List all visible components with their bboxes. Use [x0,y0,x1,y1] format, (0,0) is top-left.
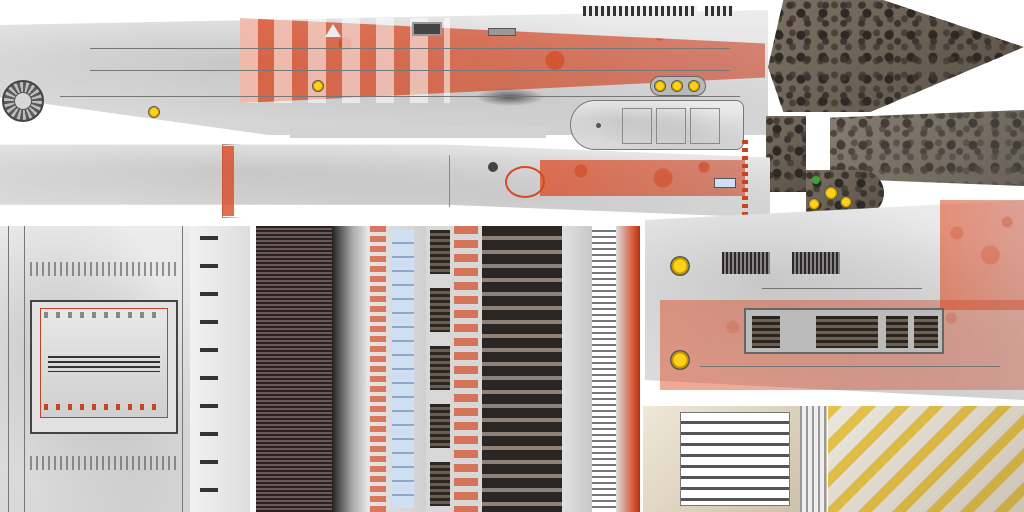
wing-rust-upper [940,200,1024,310]
tapered-rust-edge [222,146,234,216]
vent-grille-top [583,6,643,16]
panel-seam [762,288,922,289]
hatch-rivets [44,404,164,410]
vent-grille-top [637,6,697,16]
capsule-dot [596,123,601,128]
indicator-light [148,106,160,118]
indicator-light [312,80,324,92]
hatch-machinery [752,316,780,348]
greeble-top [30,262,180,276]
hatch-machinery [886,316,908,348]
hull-light-bar [290,126,546,138]
capsule-panel [656,108,686,144]
turbine-hub [14,92,32,110]
tick-marks [200,236,218,506]
small-window [714,178,736,188]
tick-column [190,226,250,512]
indicator-light [670,256,690,276]
tapered-rust-band [540,160,745,196]
machinery-block [430,346,450,390]
grille-column-white [592,226,616,512]
hazard-stripes [828,406,1024,512]
hull-slot [488,28,516,36]
hatch-slots [48,356,160,372]
rust-stripe [454,226,478,512]
grate-slots [680,412,790,506]
indicator-light [670,350,690,370]
green-light [812,176,820,184]
capsule-panel [622,108,652,144]
grille-column [482,226,562,512]
indicator-light [840,196,852,208]
wing-upper-dirty [768,0,1024,112]
panel-seam [8,226,9,512]
rust-stripe [370,226,386,512]
machinery-block [430,462,450,506]
machinery-block [430,404,450,448]
panel-seam [60,96,740,97]
rust-edge-column [616,226,640,512]
capsule-panel [690,108,720,144]
vertical-stripe-red [742,140,748,225]
dark-bolt [488,162,498,172]
turbine-icon [2,80,44,122]
grate-divider [800,406,826,512]
hatch-rivets [44,312,164,318]
vent-column-dark [256,226,332,512]
panel-seam [24,226,25,512]
soot-mark [475,88,545,106]
hull-hatch [412,22,442,36]
indicator-light [688,80,700,92]
wing-vent [792,252,840,274]
panel-seam [700,366,1000,367]
hatch-machinery [816,316,878,348]
circle-outline [505,166,545,198]
panel-seam [90,48,730,49]
indicator-light [808,198,820,210]
vent-column-fade [332,226,366,512]
warning-triangle-icon [325,24,341,37]
panel-seam [182,226,183,512]
wing-vent [722,252,770,274]
machinery-block [430,230,450,274]
machinery-block [430,288,450,332]
indicator-light [824,186,838,200]
indicator-light [671,80,683,92]
grille-column-light [562,226,592,512]
hatch-machinery [914,316,938,348]
indicator-light [654,80,666,92]
vent-grille-top [705,6,733,16]
blue-windows [392,230,414,508]
greeble-bottom [30,456,180,470]
wing-panel-dirty [766,116,806,192]
panel-seam [90,70,730,71]
tapered-panel-outline [222,144,450,218]
